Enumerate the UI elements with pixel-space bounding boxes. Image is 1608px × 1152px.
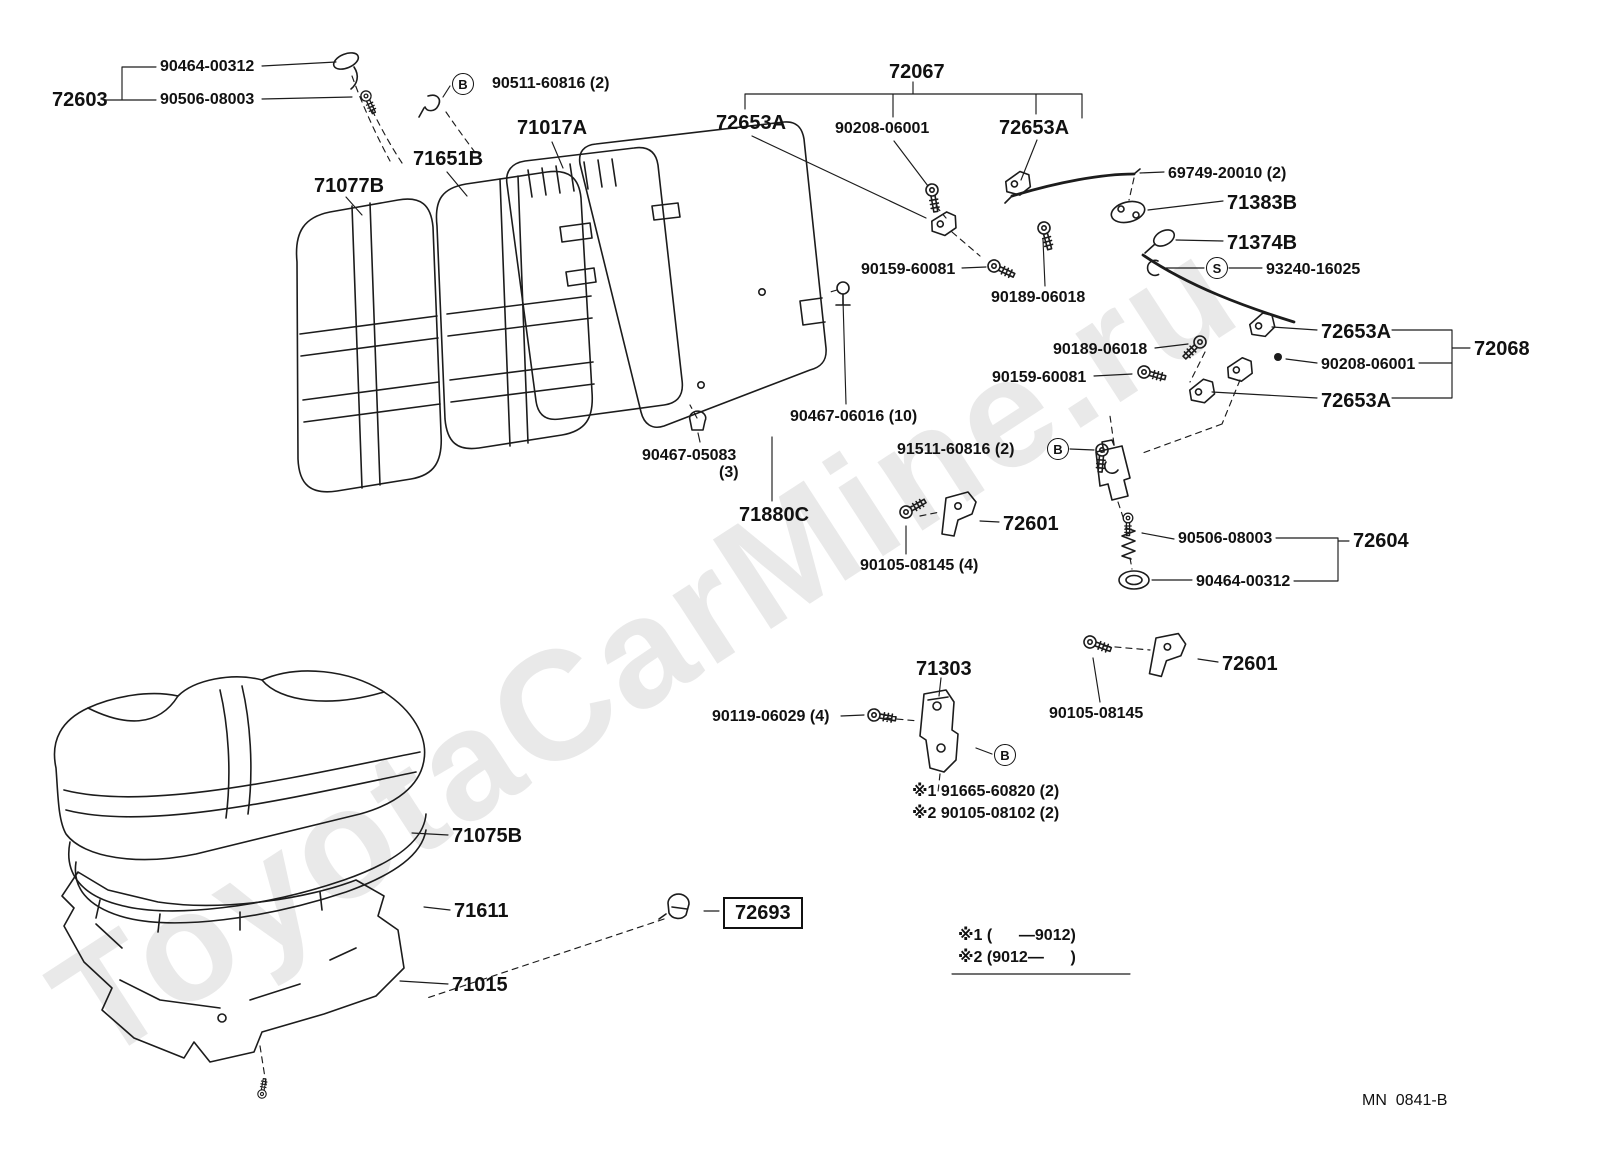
- label-72603: 72603: [52, 89, 108, 111]
- leader-lines: [102, 61, 1471, 985]
- label-90189-06018-1: 90189-06018: [991, 289, 1086, 306]
- label-90506-08003-2: 90506-08003: [1178, 530, 1273, 547]
- circled-b-icon-1: B: [452, 73, 474, 95]
- label-93240-16025: 93240-16025: [1266, 261, 1361, 278]
- circled-s-icon: S: [1206, 257, 1228, 279]
- label-90464-00312-2: 90464-00312: [1196, 573, 1291, 590]
- label-72653a-2: 72653A: [999, 117, 1070, 139]
- label-90208-06001-2: 90208-06001: [1321, 356, 1416, 373]
- seatback-panel-art: [578, 121, 827, 428]
- seatback-art: [295, 170, 595, 493]
- label-90119-06029: 90119-06029 (4): [712, 708, 830, 725]
- label-72653a-4: 72653A: [1321, 390, 1392, 412]
- applicability-note-2: ※2 (9012— ): [958, 949, 1076, 966]
- label-90511-60816: 90511-60816 (2): [492, 75, 610, 92]
- label-90208-06001-1: 90208-06001: [835, 120, 930, 137]
- label-90105-08145-2: 90105-08145: [1049, 705, 1144, 722]
- label-71374b: 71374B: [1227, 232, 1298, 254]
- label-90189-06018-2: 90189-06018: [1053, 341, 1148, 358]
- label-72653a-3: 72653A: [1321, 321, 1392, 343]
- circled-b-icon-2: B: [1047, 438, 1069, 460]
- label-71651b: 71651B: [413, 148, 484, 170]
- headrest-hardware-art: [332, 52, 441, 118]
- dashed-lines: [259, 75, 1241, 1085]
- label-72604: 72604: [1353, 530, 1409, 552]
- drawing-number: MN 0841-B: [1362, 1092, 1448, 1109]
- label-71611: 71611: [454, 900, 509, 922]
- label-72601-1: 72601: [1003, 513, 1059, 535]
- label-90467-05083: 90467-05083: [642, 447, 737, 464]
- label-90506-08003-1: 90506-08003: [160, 91, 255, 108]
- label-71017a: 71017A: [517, 117, 588, 139]
- label-91511-60816: 91511-60816 (2): [897, 441, 1015, 458]
- floor-pan-art: [61, 871, 405, 1100]
- note-90105-08102: ※2 90105-08102 (2): [912, 805, 1060, 822]
- label-71075b: 71075B: [452, 825, 523, 847]
- label-90159-60081-1: 90159-60081: [861, 261, 956, 278]
- label-71880c: 71880C: [739, 504, 810, 526]
- note-91665-60820: ※1 91665-60820 (2): [912, 783, 1060, 800]
- label-72653a-1: 72653A: [716, 112, 787, 134]
- label-72601-2: 72601: [1222, 653, 1278, 675]
- latch-assembly-art: [1093, 439, 1150, 590]
- label-72067: 72067: [889, 61, 945, 83]
- applicability-note-1: ※1 ( —9012): [958, 927, 1076, 944]
- clip-72693-art: [658, 893, 690, 920]
- label-71383b: 71383B: [1227, 192, 1298, 214]
- label-90467-05083-qty: (3): [719, 464, 739, 481]
- label-90464-00312-1: 90464-00312: [160, 58, 255, 75]
- seatback-frame-art: [505, 146, 684, 421]
- label-69749-20010: 69749-20010 (2): [1168, 165, 1287, 182]
- label-90159-60081-2: 90159-60081: [992, 369, 1087, 386]
- right-hinge-cluster-art: [1135, 309, 1282, 407]
- label-72068: 72068: [1474, 338, 1530, 360]
- hinge-71303-art: [866, 689, 959, 773]
- label-72693-highlighted[interactable]: 72693: [723, 897, 803, 929]
- label-90105-08145-1: 90105-08145 (4): [860, 557, 979, 574]
- label-90467-06016: 90467-06016 (10): [790, 408, 918, 425]
- label-71077b: 71077B: [314, 175, 385, 197]
- circled-b-icon-3: B: [994, 744, 1016, 766]
- label-71015: 71015: [452, 974, 508, 996]
- seat-cushion-art: [53, 670, 427, 933]
- upper-hinge-hardware-art: [924, 168, 1296, 324]
- label-71303: 71303: [916, 658, 972, 680]
